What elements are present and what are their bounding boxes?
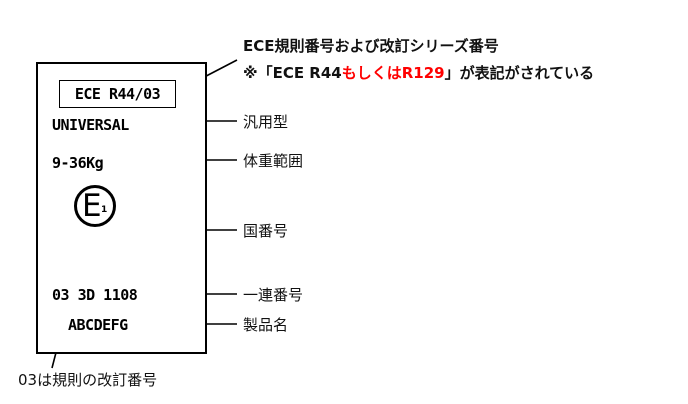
regulation-note-prefix: ※「ECE R44 bbox=[243, 64, 342, 82]
product-name-text: ABCDEFG bbox=[68, 316, 128, 334]
e-mark-number: 1 bbox=[101, 205, 108, 215]
approval-label: ECE R44/03 UNIVERSAL 9-36Kg E 1 03 3D 11… bbox=[36, 62, 207, 354]
regulation-note-highlight: もしくはR129 bbox=[341, 64, 445, 82]
category-text: UNIVERSAL bbox=[52, 116, 129, 134]
weight-annotation: 体重範囲 bbox=[243, 152, 304, 170]
regulation-box: ECE R44/03 bbox=[59, 80, 176, 108]
e-mark-circle: E 1 bbox=[74, 185, 116, 227]
weight-range-text: 9-36Kg bbox=[52, 154, 104, 172]
serial-number-text: 03 3D 1108 bbox=[52, 286, 138, 304]
regulation-number: ECE R44/03 bbox=[74, 85, 161, 103]
country-annotation: 国番号 bbox=[243, 222, 289, 240]
regulation-annotation: ECE規則番号および改訂シリーズ番号 bbox=[243, 37, 499, 55]
serial-annotation: 一連番号 bbox=[243, 286, 304, 304]
regulation-note: ※「ECE R44もしくはR129」が表記がされている bbox=[243, 62, 594, 83]
category-annotation: 汎用型 bbox=[243, 113, 289, 131]
revision-annotation: 03は規則の改訂番号 bbox=[18, 371, 158, 389]
regulation-note-suffix: 」が表記がされている bbox=[444, 64, 595, 82]
product-annotation: 製品名 bbox=[243, 316, 289, 334]
e-mark-letter: E bbox=[82, 188, 102, 224]
